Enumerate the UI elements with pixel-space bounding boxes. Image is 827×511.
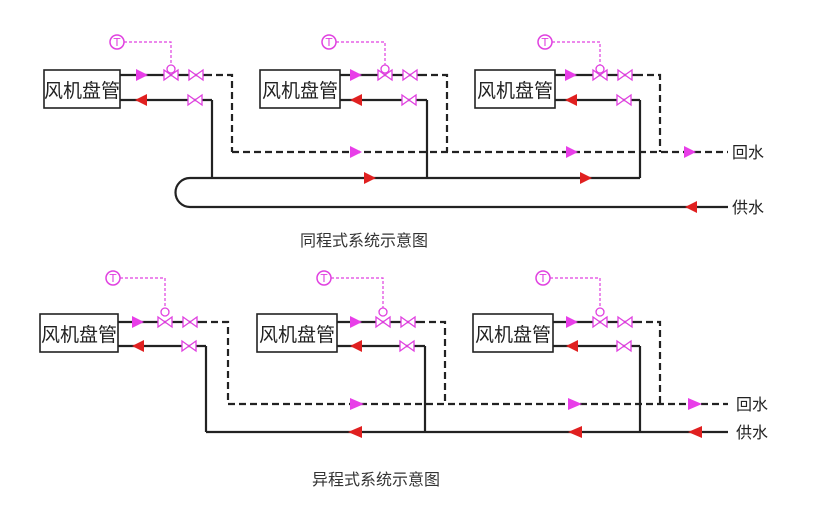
fan-coil-label: 风机盘管 [259,324,335,346]
fan-coil-unit: 风机盘管 [259,69,341,109]
valve-icon [401,93,417,107]
flow-arrow-icon [350,316,362,328]
valve-icon [188,68,204,82]
temperature-sensor-icon: T [321,34,337,50]
flow-arrow-icon [348,426,362,438]
flow-arrow-icon [350,94,362,106]
flow-arrow-icon [566,146,578,158]
svg-text:T: T [109,272,117,285]
fan-coil-unit: 风机盘管 [472,313,554,353]
flow-arrow-icon [685,201,697,213]
flow-arrow-icon [688,426,702,438]
flow-arrow-icon [565,94,577,106]
flow-arrow-icon [688,398,702,410]
flow-arrow-icon [350,146,362,158]
valve-actuator-icon [380,64,390,74]
fan-coil-unit: 风机盘管 [256,313,338,353]
flow-arrow-icon [132,340,144,352]
fan-coil-label: 风机盘管 [475,324,551,346]
flow-arrow-icon [566,340,578,352]
valve-icon [187,93,203,107]
reverse-return-system: T T T [43,34,764,250]
svg-text:T: T [325,36,333,49]
flow-arrow-icon [568,398,582,410]
supply-water-label: 供水 [736,423,768,442]
valve-icon [377,68,393,82]
flow-arrow-icon [135,94,147,106]
valve-icon [182,315,198,329]
temperature-sensor-icon: T [537,34,553,50]
svg-text:T: T [113,36,121,49]
flow-arrow-icon [565,69,577,81]
valve-icon [157,315,173,329]
valve-icon [592,315,608,329]
return-water-label: 回水 [736,395,768,414]
valve-icon [181,339,197,353]
fan-coil-unit: 风机盘管 [39,313,119,353]
valve-icon [375,315,391,329]
svg-text:T: T [541,36,549,49]
valve-icon [402,68,418,82]
valve-actuator-icon [595,307,605,317]
temperature-sensor-icon: T [109,34,125,50]
temperature-sensor-icon: T [535,270,551,286]
diagram-caption: 同程式系统示意图 [300,231,428,250]
flow-arrow-icon [350,398,364,410]
valve-actuator-icon [378,307,388,317]
flow-arrow-icon [136,69,148,81]
fan-coil-label: 风机盘管 [41,324,117,346]
flow-arrow-icon [350,340,362,352]
flow-arrow-icon [684,146,696,158]
supply-water-label: 供水 [732,198,764,217]
valve-icon [617,315,633,329]
valve-icon [400,315,416,329]
valve-actuator-icon [166,64,176,74]
flow-arrow-icon [132,316,144,328]
flow-arrow-icon [350,69,362,81]
valve-actuator-icon [160,307,170,317]
flow-arrow-icon [364,172,376,184]
fan-coil-unit: 风机盘管 [474,69,556,109]
valve-icon [592,68,608,82]
fan-coil-label: 风机盘管 [44,80,120,102]
fan-coil-label: 风机盘管 [262,80,338,102]
diagram-caption: 异程式系统示意图 [312,470,440,489]
flow-arrow-icon [580,172,592,184]
valve-icon [163,68,179,82]
fan-coil-unit: 风机盘管 [43,69,121,109]
flow-arrow-icon [566,316,578,328]
svg-text:T: T [320,272,328,285]
valve-icon [616,93,632,107]
valve-icon [617,68,633,82]
temperature-sensor-icon: T [316,270,332,286]
direct-return-system: T T T [39,270,768,489]
return-water-label: 回水 [732,143,764,162]
fan-coil-label: 风机盘管 [477,80,553,102]
flow-arrow-icon [568,426,582,438]
valve-icon [399,339,415,353]
valve-icon [616,339,632,353]
svg-text:T: T [539,272,547,285]
temperature-sensor-icon: T [105,270,121,286]
valve-actuator-icon [595,64,605,74]
